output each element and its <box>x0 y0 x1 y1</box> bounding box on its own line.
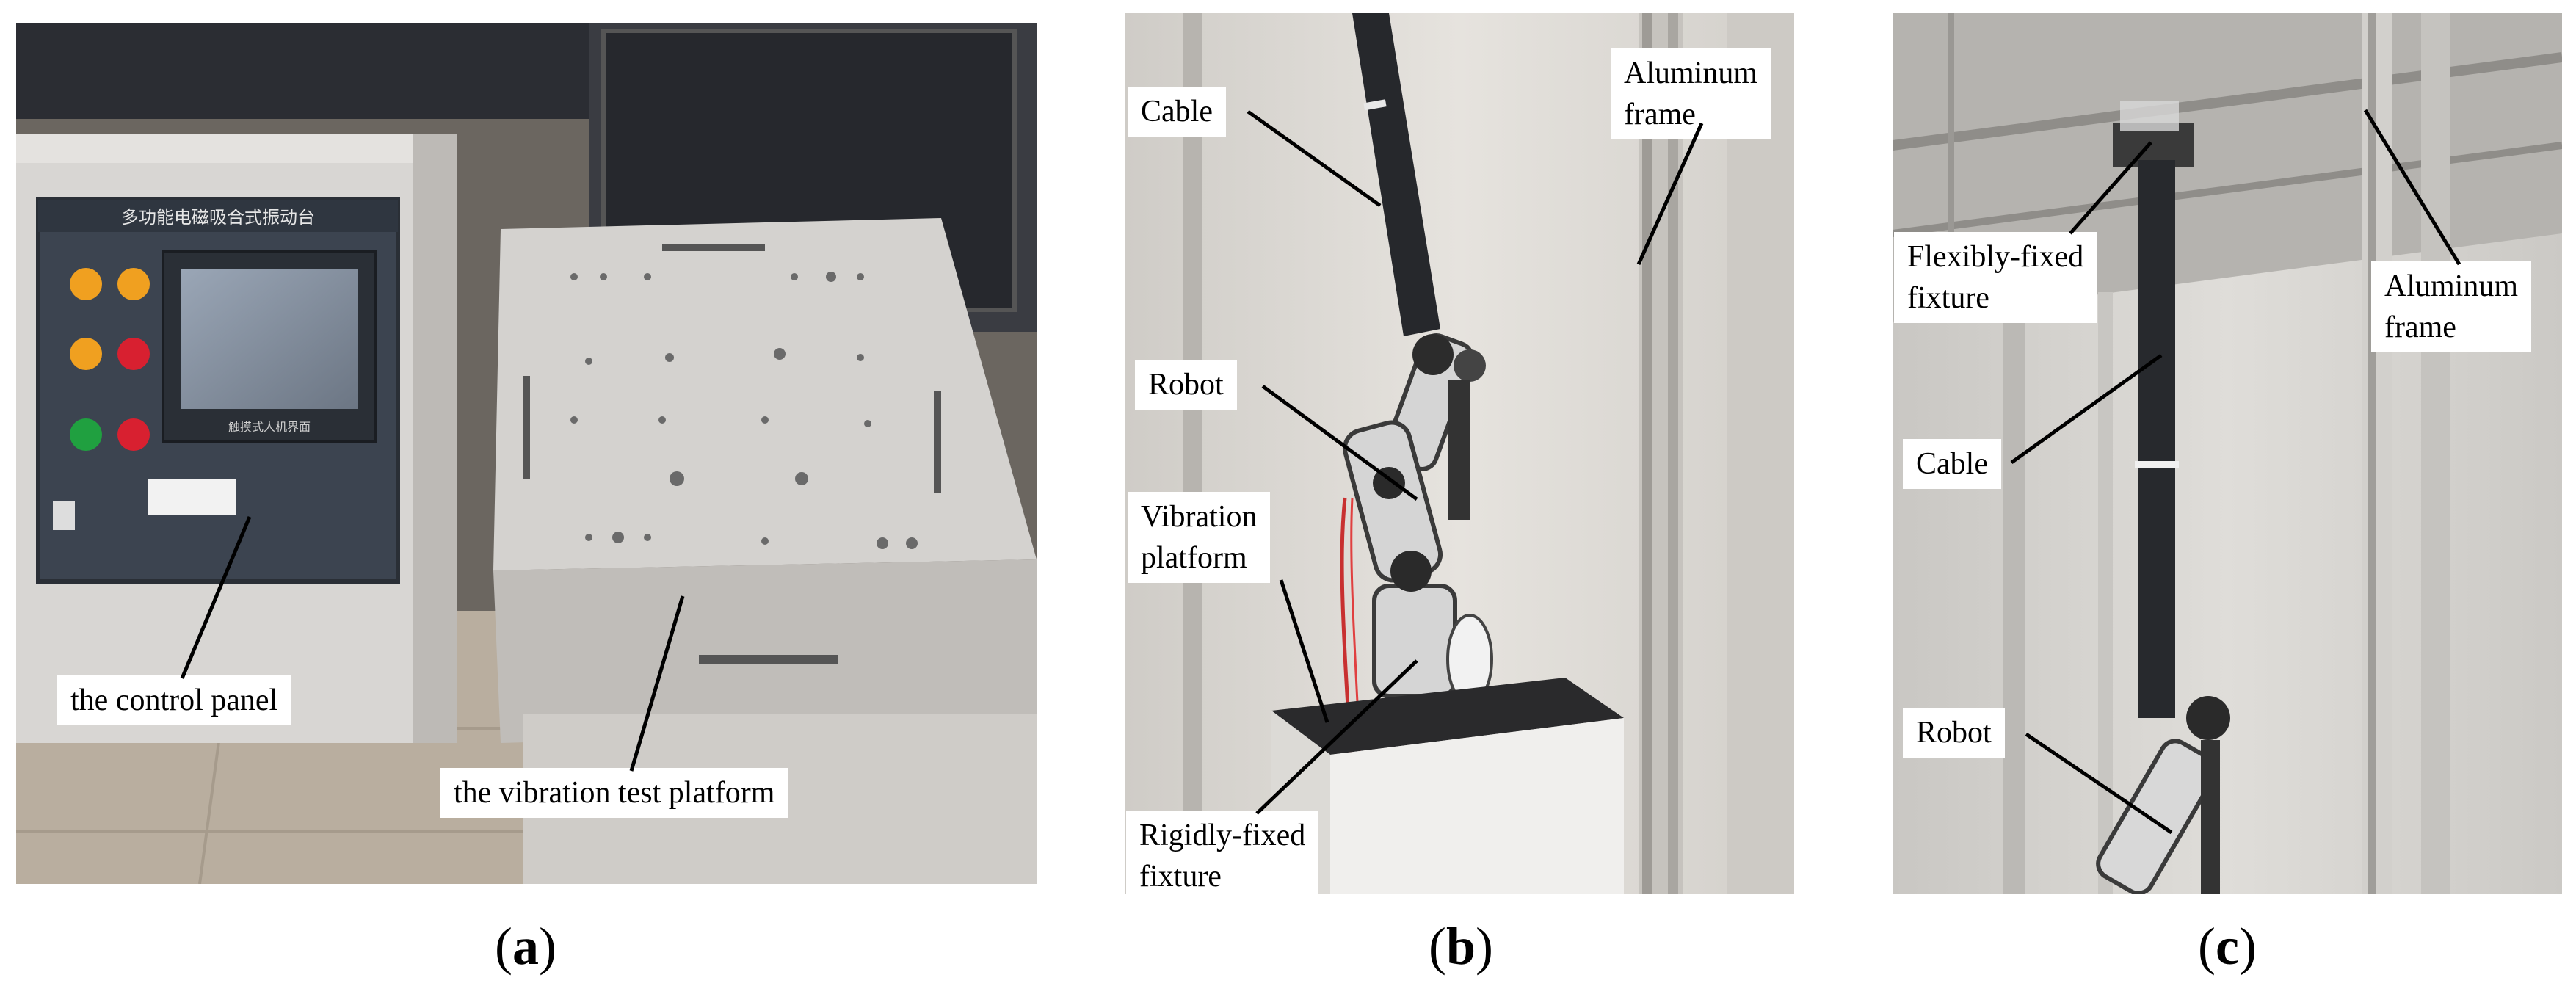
aluminum-frame-c-line-1: Aluminum <box>2384 269 2519 303</box>
aluminum-frame-line-2: frame <box>1624 98 1696 131</box>
cable-label-c: Cable <box>1903 439 2001 489</box>
red-button-icon <box>117 338 150 370</box>
panel-a-photo: 多功能电磁吸合式振动台 触摸式人机界面 <box>16 23 1037 884</box>
vibration-table-photo: 多功能电磁吸合式振动台 触摸式人机界面 <box>16 23 1037 884</box>
aluminum-frame-label-c: Aluminum frame <box>2371 261 2532 352</box>
panel-b-photo <box>1125 13 1794 894</box>
orange-indicator-icon <box>70 268 102 300</box>
green-button-icon <box>70 418 102 451</box>
flexibly-fixed-fixture-label: Flexibly-fixed fixture <box>1894 232 2097 323</box>
vibration-test-platform-label: the vibration test platform <box>440 768 788 818</box>
aluminum-frame-label: Aluminum frame <box>1611 48 1771 139</box>
robot-label: Robot <box>1135 360 1237 410</box>
caption-a: (a) <box>495 917 556 976</box>
rigid-fixture-line-1: Rigidly-fixed <box>1139 819 1306 852</box>
control-panel-label: the control panel <box>57 675 291 725</box>
red-button-icon <box>117 418 150 451</box>
vibration-platform-line-1: Vibration <box>1141 500 1258 534</box>
aluminum-frame-c-line-2: frame <box>2384 311 2456 344</box>
rigid-fixture-line-2: fixture <box>1139 860 1222 893</box>
cable-label: Cable <box>1128 87 1226 137</box>
vibration-platform-label: Vibration platform <box>1128 492 1271 583</box>
caption-c: (c) <box>2198 917 2257 976</box>
screen-caption-text: 触摸式人机界面 <box>228 420 311 434</box>
orange-indicator-icon <box>117 268 150 300</box>
vibration-platform-line-2: platform <box>1141 541 1247 575</box>
flex-fixture-line-2: fixture <box>1907 281 1989 315</box>
orange-indicator-icon <box>70 338 102 370</box>
flex-fixture-line-1: Flexibly-fixed <box>1907 240 2084 274</box>
device-title-text: 多功能电磁吸合式振动台 <box>121 207 315 228</box>
robot-label-c: Robot <box>1903 708 2005 758</box>
caption-b: (b) <box>1428 917 1493 976</box>
rigidly-fixed-fixture-label: Rigidly-fixed fixture <box>1126 811 1319 902</box>
rigid-fixture-robot-photo <box>1125 13 1794 894</box>
aluminum-frame-line-1: Aluminum <box>1624 57 1758 90</box>
